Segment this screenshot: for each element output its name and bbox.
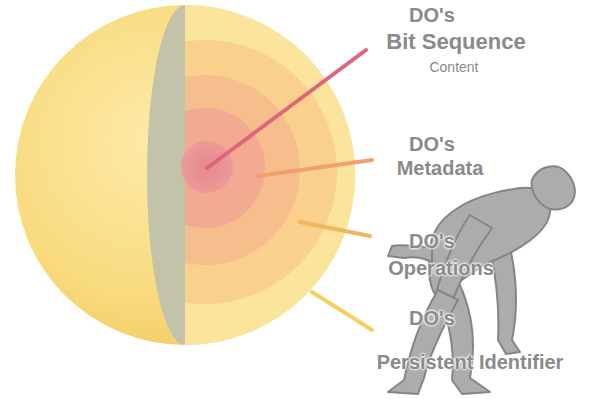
layer-label: DO's [409, 133, 455, 155]
leader-line [300, 222, 370, 236]
layer-label: Metadata [397, 157, 484, 179]
layer-label: Operations [388, 257, 494, 279]
layer-label: Persistent Identifier [377, 351, 564, 373]
leader-line [312, 292, 372, 330]
leader-line [207, 50, 366, 168]
layer-caption: Content [429, 60, 478, 75]
operations-layer [185, 75, 300, 265]
layer-label: Bit Sequence [386, 30, 525, 54]
leader-line [258, 160, 372, 176]
cut-edge [147, 5, 185, 345]
layer-label: DO's [409, 230, 455, 252]
identifier-layer [185, 40, 337, 304]
layer-label: DO's [409, 307, 455, 329]
layer-label: DO's [409, 4, 455, 26]
metadata-layer [185, 108, 265, 228]
outer-shell [15, 5, 355, 345]
